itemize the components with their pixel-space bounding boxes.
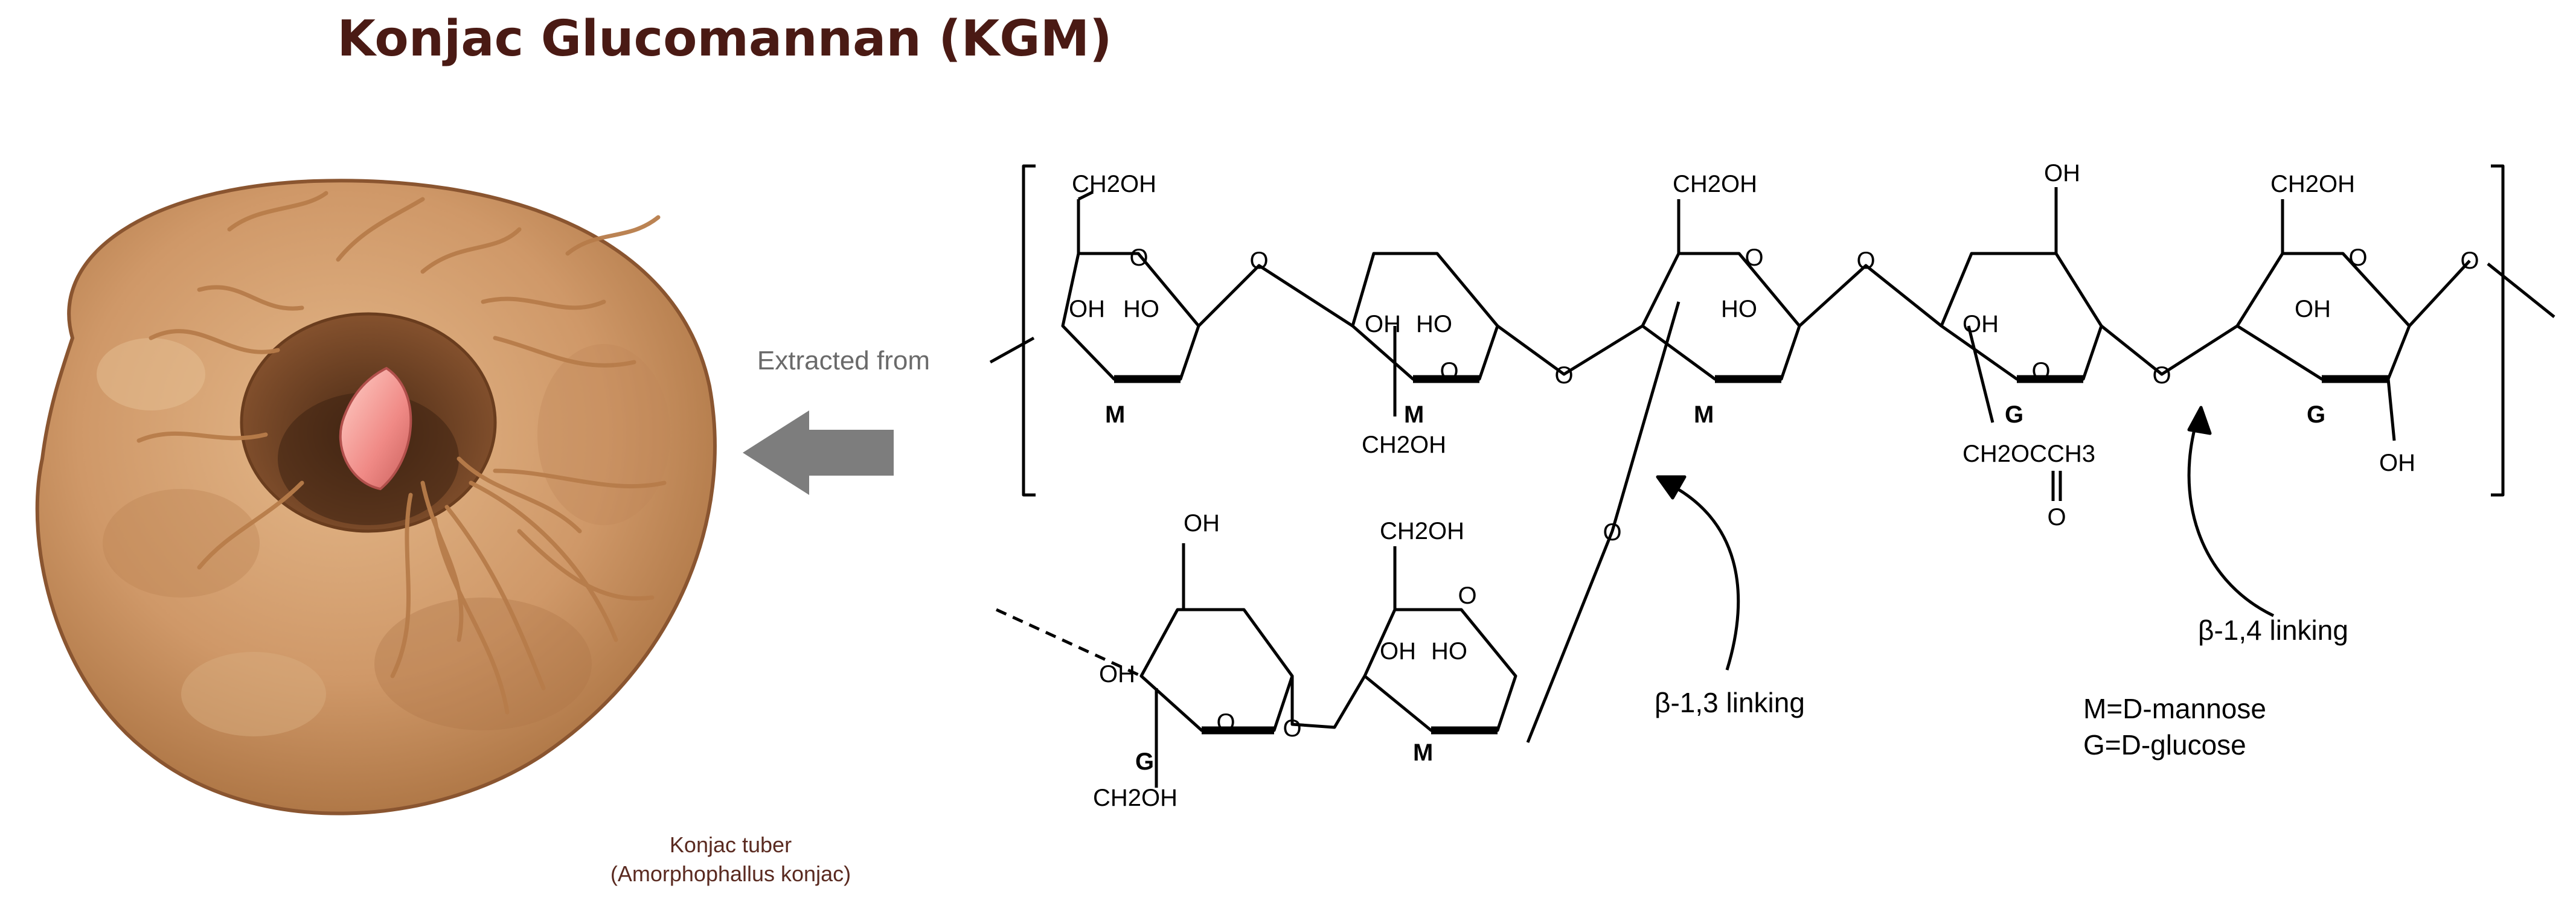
ring4-oh: OH xyxy=(1962,311,1999,337)
ring2-residue: M xyxy=(1404,401,1424,428)
ring6-oh: OH xyxy=(1099,661,1135,687)
link-5-end xyxy=(2408,260,2471,327)
extracted-from-arrow xyxy=(743,410,894,495)
link-6-7 xyxy=(1290,675,1366,729)
branch-link xyxy=(1526,301,1680,743)
page-title: Konjac Glucomannan (KGM) xyxy=(337,10,1112,68)
link45-o: O xyxy=(2152,362,2171,389)
ring5-ring-o: O xyxy=(2348,244,2367,271)
link-4-5 xyxy=(2100,324,2238,376)
ring1-ch2oh: CH2OH xyxy=(1072,171,1156,197)
branch-o: O xyxy=(1603,519,1621,546)
ring3-ho: HO xyxy=(1721,296,1757,322)
ring3-ch2oh: CH2OH xyxy=(1673,171,1757,197)
structure-labels: CH2OH O OH HO M O OH HO O M CH2OH O CH2O… xyxy=(1069,160,2479,811)
link23-o: O xyxy=(1554,362,1573,389)
kgm-chemical-structure xyxy=(989,164,2555,788)
legend-glucose: G=D-glucose xyxy=(2083,729,2246,761)
beta14-arrow xyxy=(2187,416,2275,617)
tuber-caption-name: Konjac tuber xyxy=(670,832,792,857)
ring1-oh: OH xyxy=(1069,296,1105,322)
ring7-ch2oh: CH2OH xyxy=(1380,518,1464,544)
ring1-residue: M xyxy=(1105,401,1125,428)
link-1-2 xyxy=(1197,264,1354,328)
ring2-ho: HO xyxy=(1416,311,1452,337)
ring3-residue: M xyxy=(1694,401,1714,428)
beta14-linking-label: β-1,4 linking xyxy=(2198,614,2348,646)
legend-mannose: M=D-mannose xyxy=(2083,693,2266,724)
link12-o: O xyxy=(1249,247,1268,274)
left-bracket xyxy=(1022,164,1036,497)
ring2-oh: OH xyxy=(1365,311,1401,337)
ring5-ch2oh: CH2OH xyxy=(2270,171,2355,197)
ring3-ring-o: O xyxy=(1745,244,1763,271)
beta13-linking-label: β-1,3 linking xyxy=(1655,687,1805,718)
ring-1-mannose xyxy=(1061,190,1200,383)
ring7-ho: HO xyxy=(1431,638,1467,665)
beta14-arrowhead xyxy=(2187,406,2212,435)
ring6-ch2oh: CH2OH xyxy=(1093,785,1177,811)
extracted-from-label: Extracted from xyxy=(757,346,930,375)
beta13-arrow xyxy=(1665,481,1740,671)
link-2-3 xyxy=(1496,324,1644,376)
ring5-oh: OH xyxy=(2295,296,2331,322)
ring-3-mannose xyxy=(1641,199,1801,383)
link-3-4 xyxy=(1798,264,1943,327)
ring2-ring-o: O xyxy=(1440,358,1458,384)
ring6-oh-top: OH xyxy=(1184,510,1220,537)
link5-end-o: O xyxy=(2460,247,2479,274)
ring7-ring-o: O xyxy=(1458,582,1476,609)
tuber-caption-species: (Amorphophallus konjac) xyxy=(610,861,851,886)
ring4-acetyl: CH2OCCH3 xyxy=(1962,441,2095,467)
ring4-carbonyl-o: O xyxy=(2047,504,2066,531)
ring7-oh: OH xyxy=(1380,638,1416,665)
right-bracket xyxy=(2491,164,2505,497)
ring5-residue: G xyxy=(2307,401,2325,428)
link67-o: O xyxy=(1283,715,1301,742)
ring4-ring-o: O xyxy=(2031,358,2050,384)
ring-6-glucose xyxy=(995,543,1294,788)
ring1-ho: HO xyxy=(1123,296,1159,322)
ring7-residue: M xyxy=(1413,739,1433,766)
tuber-bud xyxy=(339,366,412,491)
ring1-ring-o: O xyxy=(1129,244,1148,271)
ring5-oh-bottom: OH xyxy=(2379,450,2415,476)
ring2-ch2oh: CH2OH xyxy=(1362,432,1446,458)
ring4-residue: G xyxy=(2005,401,2023,428)
beta13-arrowhead xyxy=(1656,475,1687,500)
ring4-oh-top: OH xyxy=(2044,160,2080,187)
tuber-roots xyxy=(136,191,667,715)
link34-o: O xyxy=(1856,247,1875,274)
konjac-tuber-illustration xyxy=(35,179,717,815)
ring6-residue: G xyxy=(1135,748,1154,775)
ring6-ring-o: O xyxy=(1216,709,1235,736)
